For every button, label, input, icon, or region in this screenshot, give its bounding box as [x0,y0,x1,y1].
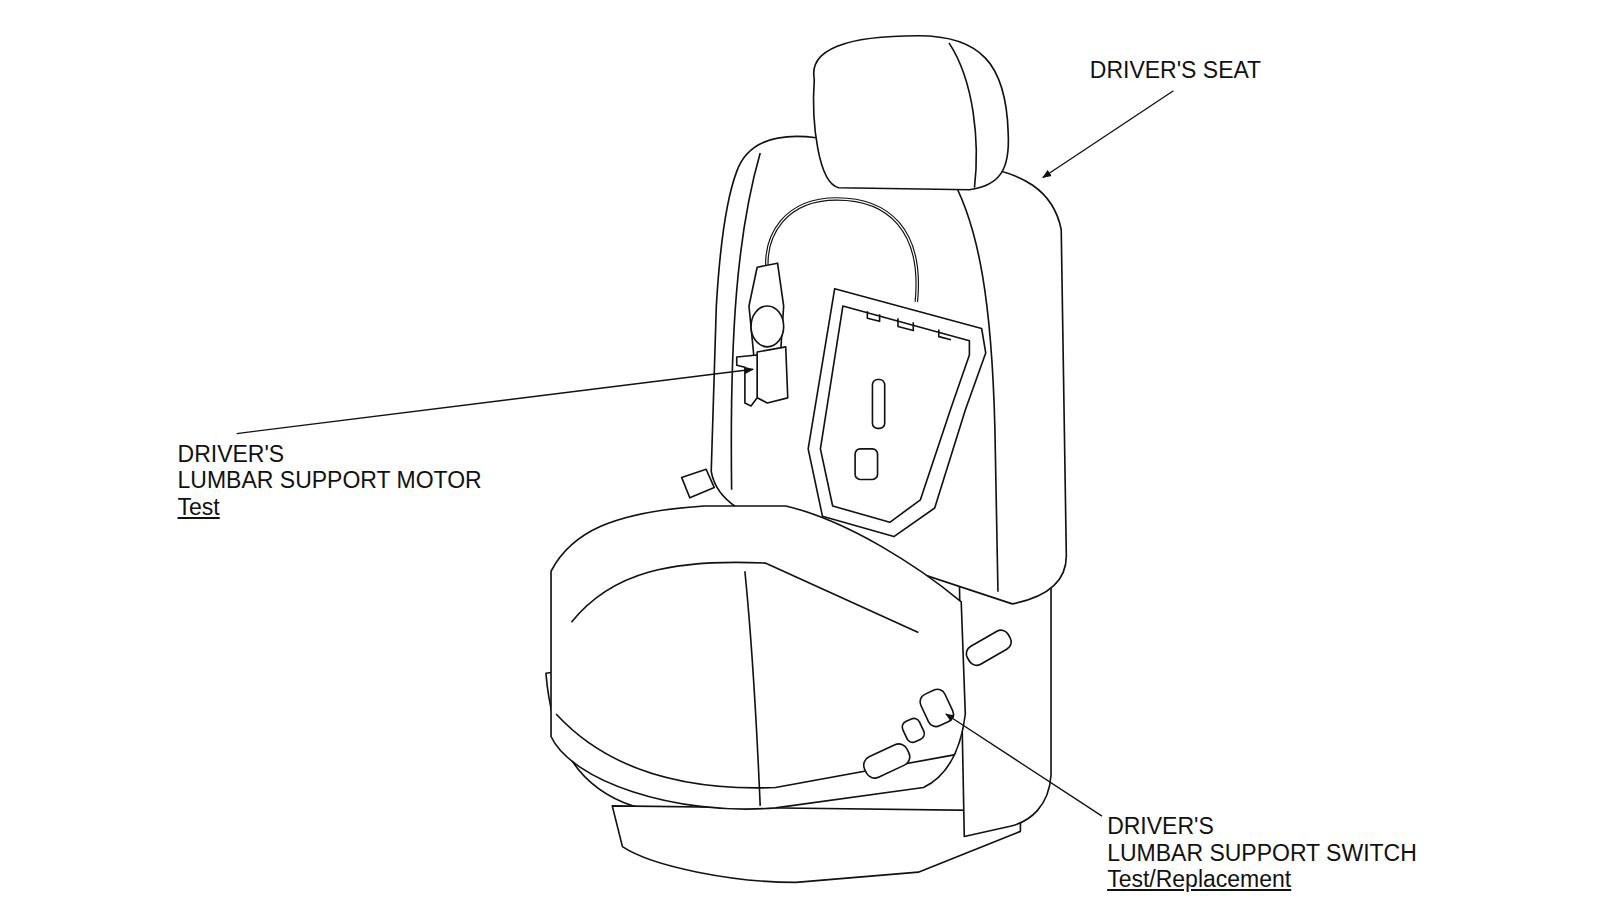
lumbar-plate-inner [820,306,969,522]
lumbar-tab [867,311,951,340]
leader-line [946,714,1102,816]
recline-lever [682,469,715,498]
leader-line [237,369,753,433]
cushion-seam [556,714,954,788]
lumbar-plate [808,289,986,537]
seat-switch [900,716,926,744]
lumbar-slot [872,379,884,428]
procedure-link: Test/Replacement [1107,866,1291,893]
lumbar-motor-gear [751,306,784,347]
lumbar-cable [767,199,917,302]
part-label: DRIVER'S LUMBAR SUPPORT MOTOR [178,441,482,494]
seat-base-lower [612,806,1020,883]
leader-line [1043,91,1174,178]
lumbar-motor-bracket [737,355,757,406]
lumbar-motor-body [757,347,788,403]
lumbar-cable [767,199,917,302]
cushion-seam [745,571,760,806]
seat-switch [917,687,956,730]
lumbar-slot [855,449,877,480]
procedure-link: Test [178,494,220,521]
seat-switch [963,627,1014,668]
headrest-seam [949,43,976,188]
headrest [814,36,1009,190]
seat-cushion [551,506,965,809]
part-label: DRIVER'S SEAT [1090,57,1261,84]
part-label: DRIVER'S LUMBAR SUPPORT SWITCH [1107,813,1417,866]
seat-switch [861,741,913,781]
